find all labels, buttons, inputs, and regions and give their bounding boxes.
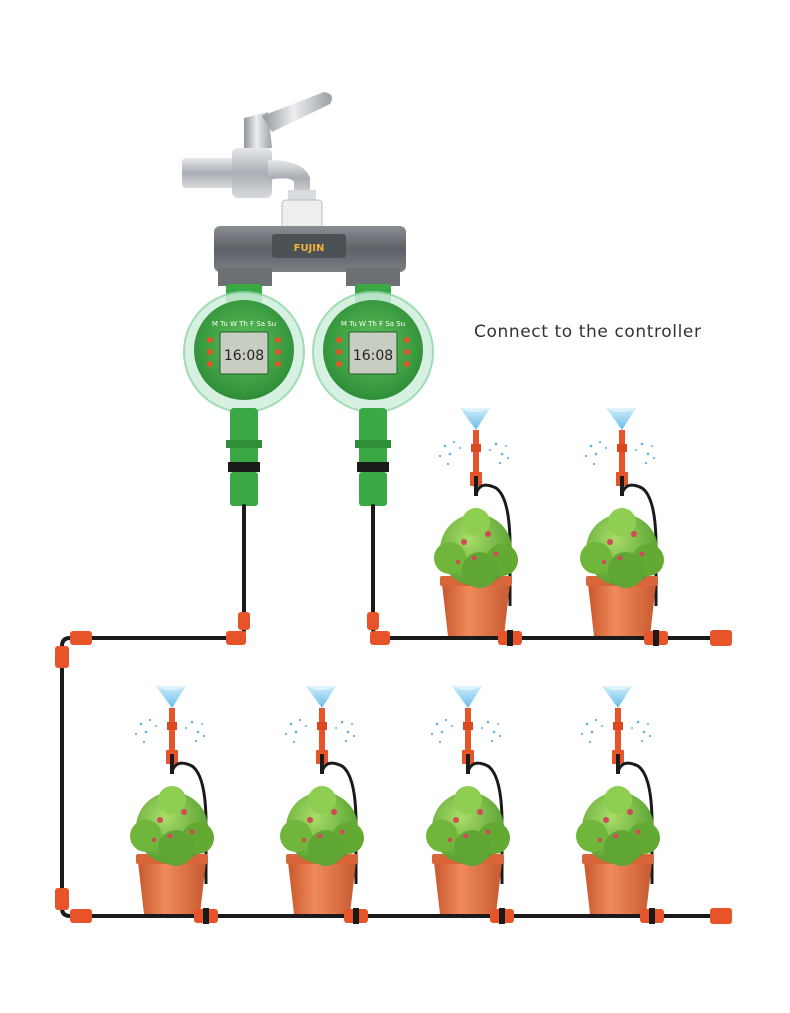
timer-display: 16:08	[224, 348, 264, 364]
timer-days: M Tu W Th F Sa Su	[341, 320, 405, 328]
pipe-connector-icon	[370, 631, 390, 645]
pipe-connector-icon	[710, 630, 732, 646]
pipe-connector-icon	[367, 612, 379, 630]
potted-plant-icon	[424, 684, 514, 924]
timer-days: M Tu W Th F Sa Su	[212, 320, 276, 328]
potted-plant-icon	[278, 684, 368, 924]
pipe-connector-icon	[55, 646, 69, 668]
pipe-connector-icon	[710, 908, 732, 924]
timer-left: M Tu W Th F Sa Su 16:08	[183, 284, 305, 506]
splitter-manifold: FUJIN	[214, 199, 406, 286]
pipe-connector-icon	[70, 909, 92, 923]
pipe-connector-icon	[226, 631, 246, 645]
potted-plant-icon	[432, 406, 522, 646]
pipe-connector-icon	[70, 631, 92, 645]
caption-text: Connect to the controller	[474, 322, 702, 342]
pipe-connectors	[55, 612, 732, 924]
potted-plant-icon	[128, 684, 218, 924]
pipe-connector-icon	[55, 888, 69, 910]
pipe-connector-icon	[238, 612, 250, 630]
potted-plant-icon	[574, 684, 664, 924]
faucet-icon	[182, 92, 332, 204]
brand-label: FUJIN	[294, 243, 325, 254]
timer-display: 16:08	[353, 348, 393, 364]
timer-right: M Tu W Th F Sa Su 16:08	[312, 284, 434, 506]
potted-plant-icon	[578, 406, 668, 646]
